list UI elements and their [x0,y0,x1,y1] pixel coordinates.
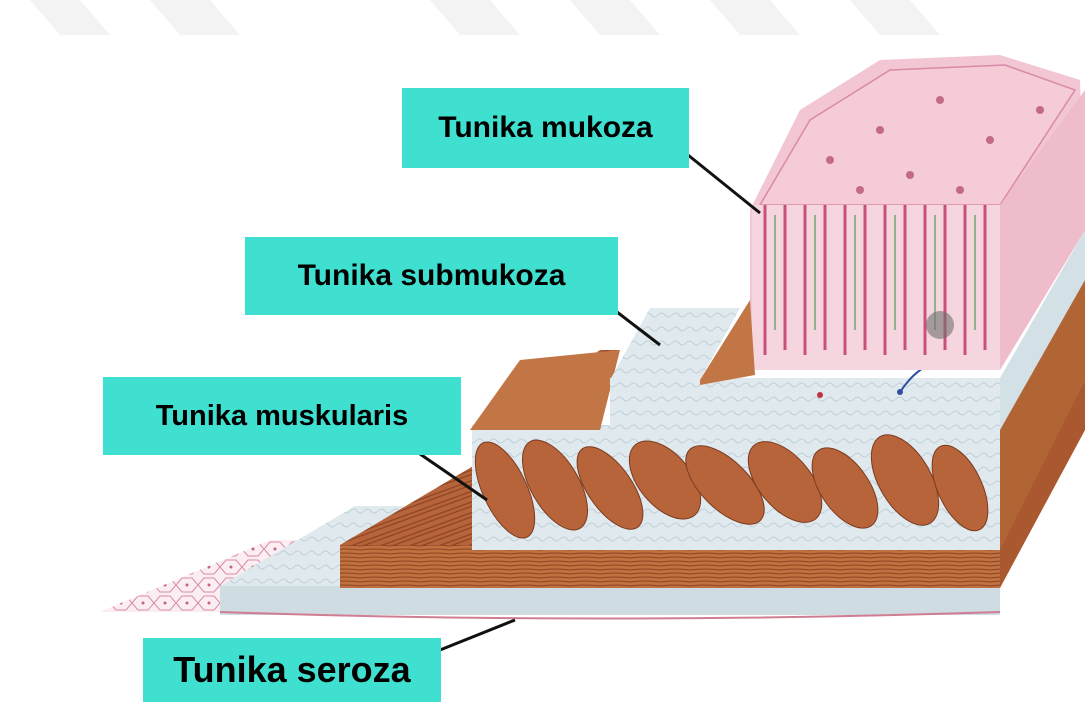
label-tunika-mukoza: Tunika mukoza [402,88,689,168]
watermark-stripes [30,0,940,35]
label-tunika-seroza: Tunika seroza [143,638,441,702]
label-tunika-submukoza: Tunika submukoza [245,237,618,315]
label-tunika-muskularis: Tunika muskularis [103,377,461,455]
